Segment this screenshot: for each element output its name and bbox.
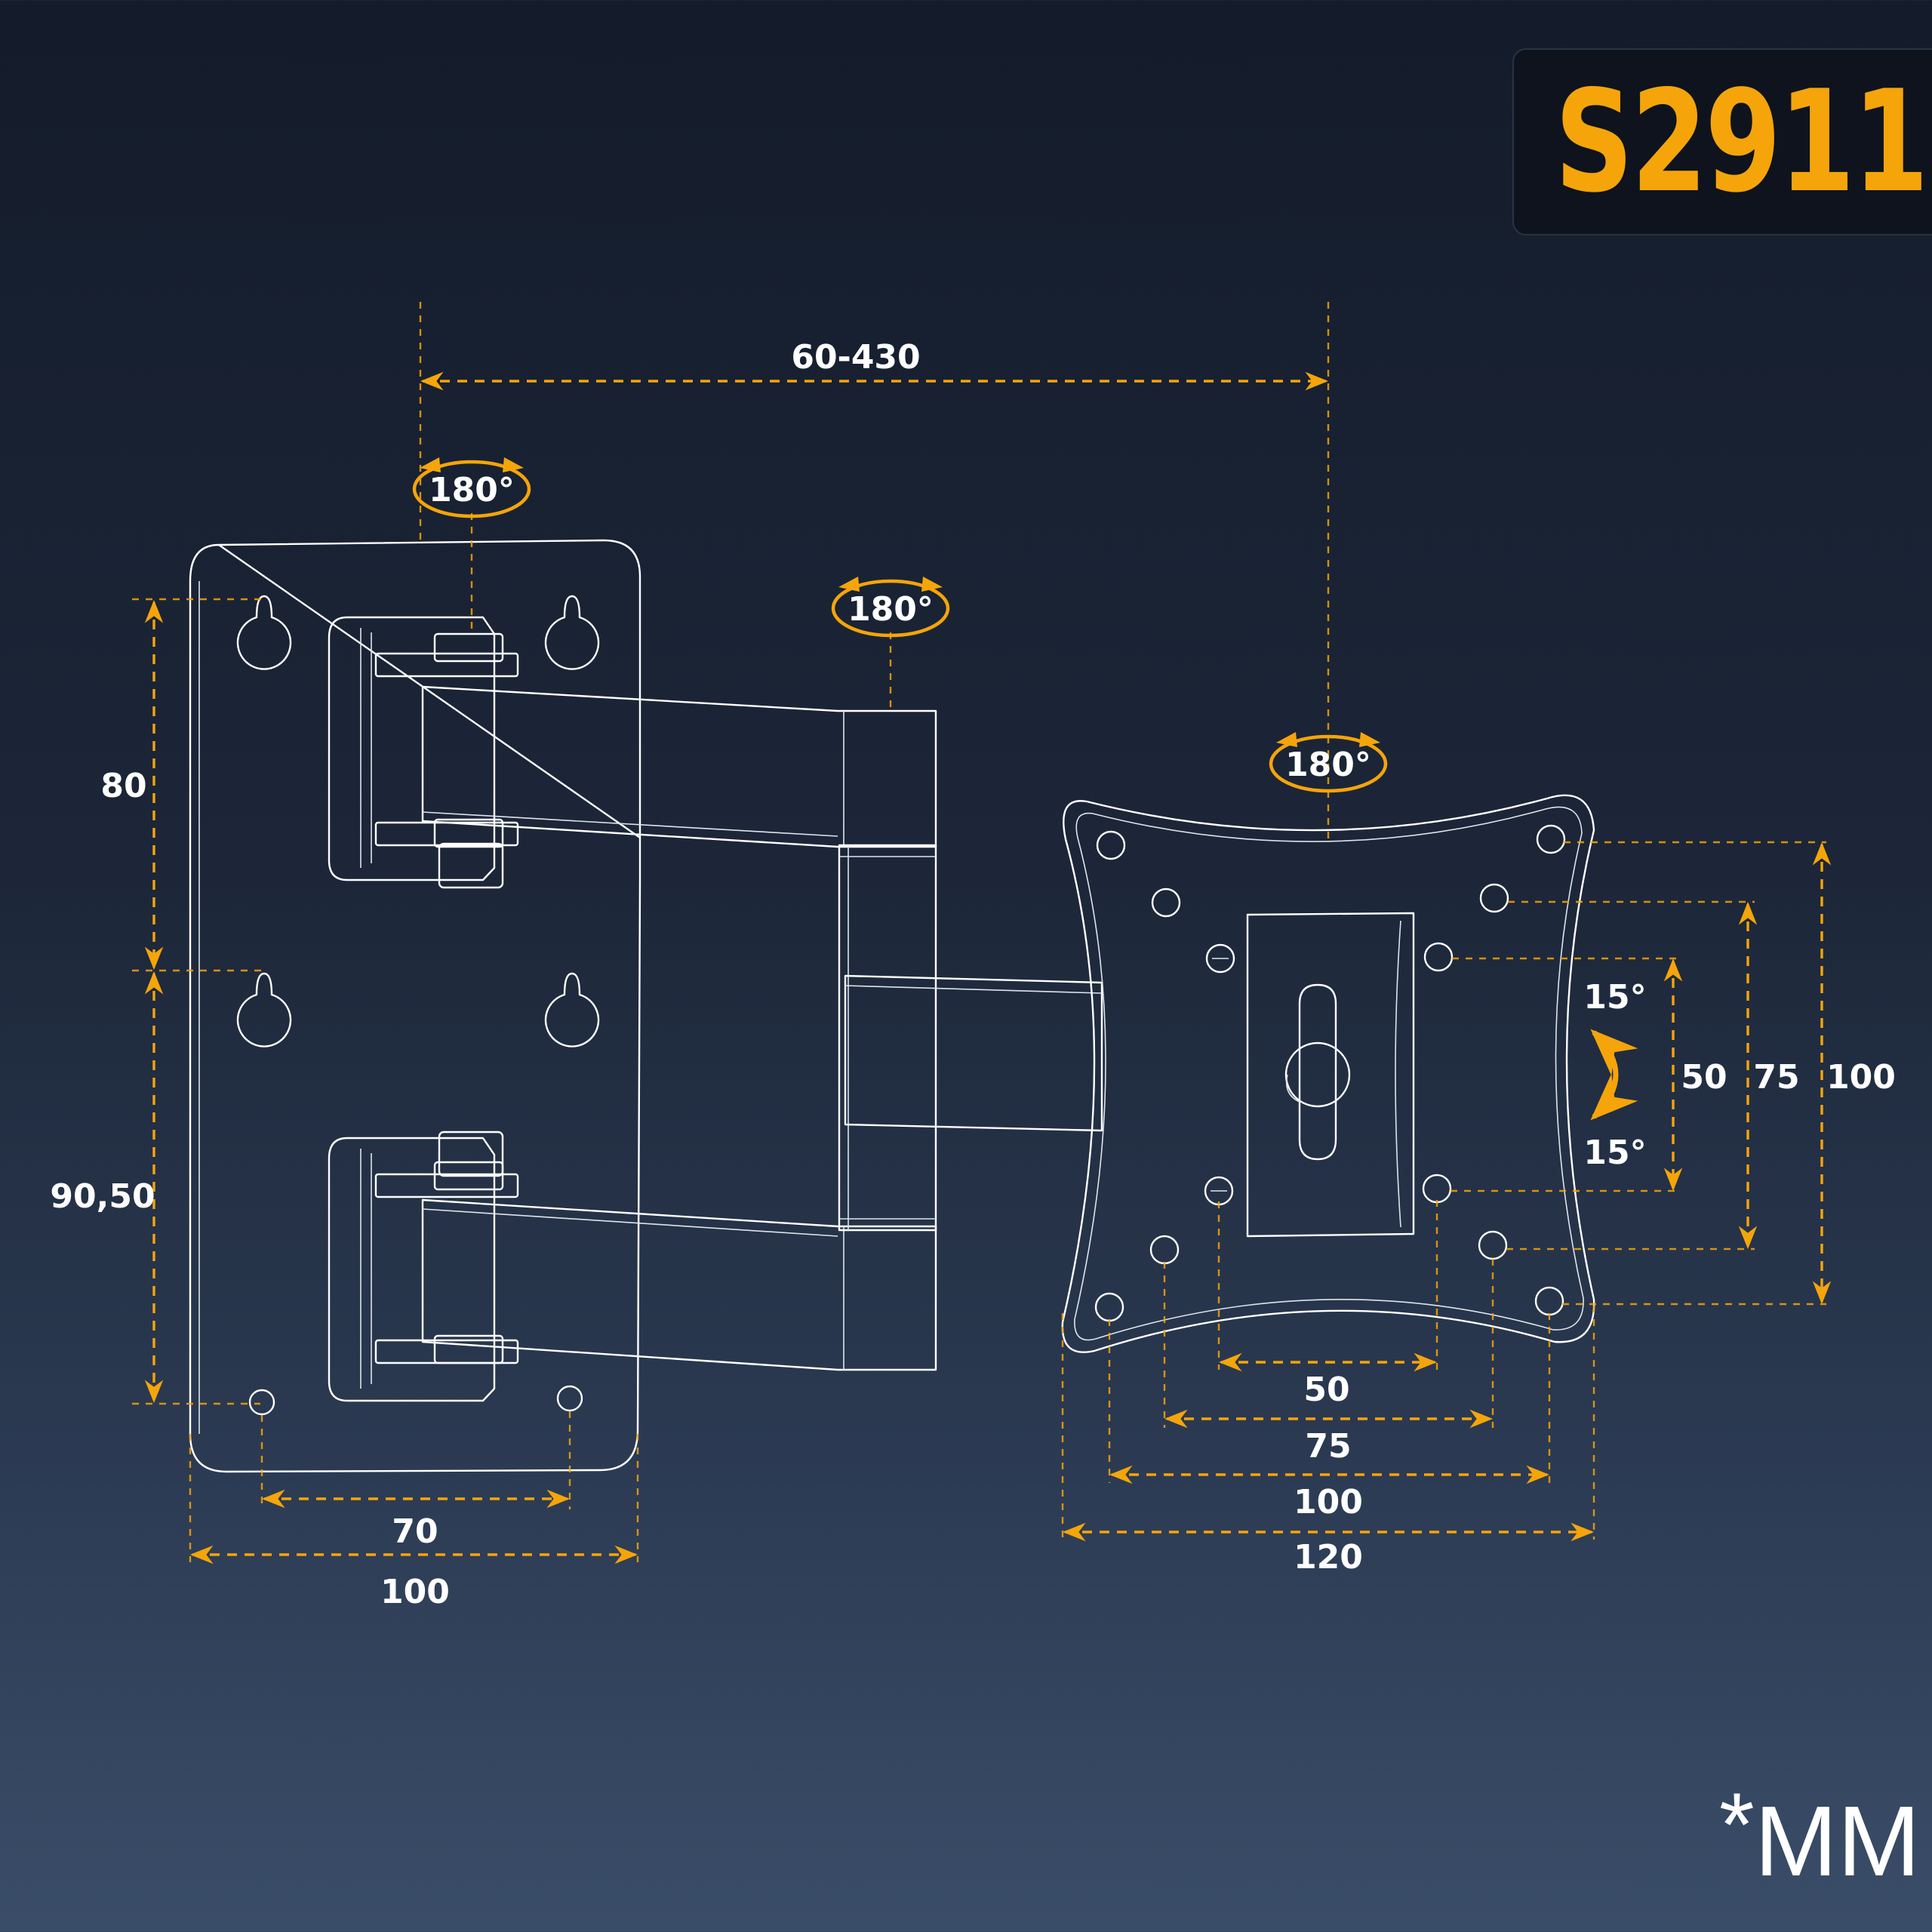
unit-note: *MM [1719, 1774, 1921, 1902]
tilt-indicator: 15° 15° [1583, 978, 1646, 1172]
tilt-up-label: 15° [1583, 978, 1646, 1017]
vesa-vertical-dimension: 50 75 100 [1451, 841, 1896, 1306]
vesa-100-height-label: 100 [1826, 1058, 1896, 1097]
unit-asterisk: * [1719, 1774, 1755, 1875]
vesa-100-width-label: 100 [1294, 1483, 1363, 1521]
wall-outer-width-label: 100 [380, 1573, 450, 1611]
arm-extension-dimension: 60-430 [419, 302, 1330, 845]
keyhole-mid-left [236, 972, 292, 1048]
vesa-75-width-label: 75 [1305, 1427, 1351, 1466]
head-pivot-rotation: 180° [1269, 732, 1388, 793]
vesa-head-plate [1061, 794, 1595, 1353]
vesa-75-height-label: 75 [1753, 1058, 1799, 1097]
tilt-down-label: 15° [1583, 1134, 1646, 1172]
keyhole-top-left [236, 595, 292, 670]
tilt-block [1246, 912, 1415, 1238]
middle-pivot-label: 180° [848, 590, 934, 629]
middle-pivot-rotation: 180° [831, 577, 950, 709]
wall-horizontal-dimension: 70 100 [189, 1411, 639, 1611]
vesa-horizontal-dimension: 50 75 100 120 [1061, 1200, 1595, 1577]
lower-arm [421, 1198, 937, 1371]
wall-top-spacing-label: 80 [100, 767, 146, 805]
screw-hole-right [556, 1385, 583, 1412]
wall-inner-width-label: 70 [392, 1512, 438, 1551]
head-arm [844, 974, 1103, 1132]
wall-vertical-dimension: 80 90,50 [50, 598, 263, 1405]
middle-pivot-column [838, 844, 937, 1232]
vesa-50-width-label: 50 [1303, 1371, 1349, 1409]
unit-text: MM [1754, 1786, 1921, 1897]
vesa-120-width-label: 120 [1294, 1538, 1363, 1577]
head-pivot-label: 180° [1285, 746, 1371, 784]
upper-bracket [328, 616, 519, 889]
keyhole-top-right [544, 595, 600, 670]
wall-plate [189, 539, 641, 1473]
vesa-holes [1094, 824, 1566, 1322]
model-badge [1512, 48, 1932, 235]
wall-pivot-rotation: 180° [412, 457, 531, 634]
lower-bracket [328, 1131, 519, 1402]
wall-pivot-label: 180° [429, 471, 515, 509]
screw-hole-left [248, 1389, 275, 1416]
vesa-50-height-label: 50 [1681, 1058, 1727, 1097]
keyhole-mid-right [544, 972, 600, 1048]
arm-extension-label: 60-430 [791, 338, 920, 377]
wall-bottom-spacing-label: 90,50 [50, 1177, 155, 1216]
